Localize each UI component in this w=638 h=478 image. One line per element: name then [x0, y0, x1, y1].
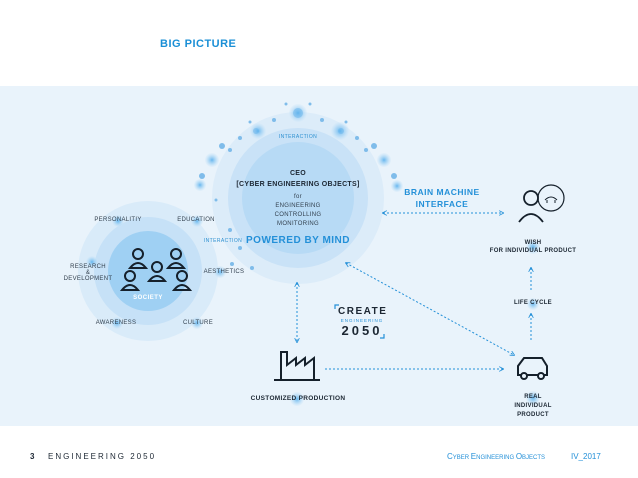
footer-right-bjects: BJECTS [522, 455, 546, 461]
footer-right-title: CYBER ENGINEERING OBJECTS [447, 452, 545, 461]
bmi-line2: INTERFACE [415, 199, 469, 209]
center-title-line1: CEO [289, 170, 307, 177]
powered-by-mind: POWERED BY MIND [246, 235, 350, 246]
footer-edition: IV_2017 [571, 452, 601, 461]
page-number: 3 [30, 452, 35, 461]
wish-line1: WISH [524, 240, 542, 246]
center-sub-line2: ENGINEERING [275, 203, 321, 209]
label-research: RESEARCH [70, 264, 106, 270]
interaction-label-left: INTERACTION [203, 238, 243, 244]
real-line1: REAL [524, 394, 542, 400]
label-personality: PERSONALITIY [94, 217, 142, 223]
label-aesthetics: AESTHETICS [203, 269, 245, 275]
car-icon [517, 357, 548, 380]
year-2050: 2050 [341, 323, 383, 338]
center-title-line2: [CYBER ENGINEERING OBJECTS] [236, 181, 360, 188]
real-line2: INDIVIDUAL [514, 403, 552, 409]
label-awareness: AWARENESS [95, 320, 137, 326]
create-sub-label: ENGINEERING [340, 318, 384, 323]
center-circle [242, 142, 354, 254]
page-title: BIG PICTURE [160, 38, 237, 50]
society-satellite-dots [86, 215, 226, 329]
people-group-icon [119, 248, 193, 291]
center-sub-line3: CONTROLLING [274, 212, 322, 218]
bmi-line1: BRAIN MACHINE [404, 187, 480, 197]
label-dots [290, 240, 540, 406]
real-line3: PRODUCT [517, 412, 549, 418]
footer-right-ngineering: NGINEERING [476, 455, 516, 461]
interaction-dots [194, 102, 403, 270]
footer-right-c: C [447, 452, 453, 461]
bracket-top-left [334, 304, 339, 309]
factory-icon [274, 351, 320, 381]
footer-right-e: E [470, 452, 477, 461]
label-education: EDUCATION [177, 217, 215, 223]
center-sub-line4: MONITORING [277, 221, 319, 227]
bracket-bottom-right [380, 334, 385, 339]
center-sub-line1: for [294, 194, 302, 200]
person-thinking-icon [518, 184, 565, 223]
label-development: DEVELOPMENT [63, 276, 113, 282]
customized-production: CUSTOMIZED PRODUCTION [250, 395, 346, 402]
wish-line2: FOR INDIVIDUAL PRODUCT [489, 248, 577, 254]
society-label: SOCIETY [133, 295, 163, 301]
interaction-label-top: INTERACTION [278, 134, 318, 140]
label-culture: CULTURE [183, 320, 213, 326]
create-label: CREATE [338, 306, 388, 317]
footer-left-title: ENGINEERING 2050 [48, 452, 157, 461]
footer-right-yber: YBER [452, 455, 471, 461]
label-ampersand: & [85, 270, 91, 276]
footer-right-o: O [515, 452, 523, 461]
lifecycle-label: LIFE CYCLE [513, 300, 552, 306]
